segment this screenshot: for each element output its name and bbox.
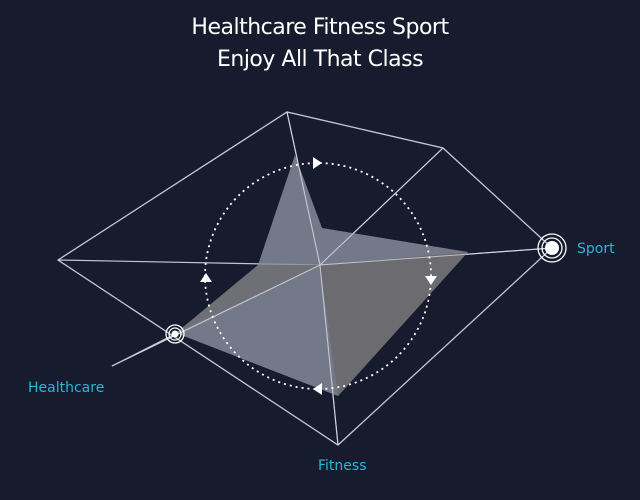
healthcare-leader xyxy=(111,333,176,367)
arrow-icon xyxy=(313,157,322,169)
arrow-icon xyxy=(200,273,212,282)
label-healthcare: Healthcare xyxy=(28,380,104,396)
node-icon xyxy=(537,233,567,263)
polygon-dark-face xyxy=(320,252,468,396)
label-fitness: Fitness xyxy=(318,458,367,474)
label-sport: Sport xyxy=(577,241,615,257)
spokes-overlay xyxy=(111,111,553,446)
arrow-icon xyxy=(425,276,437,285)
title-line-1: Healthcare Fitness Sport xyxy=(191,15,449,40)
orbit-arrows xyxy=(200,157,437,395)
outer-frame xyxy=(56,111,553,446)
title-line-2: Enjoy All That Class xyxy=(216,47,424,72)
node-icon xyxy=(165,324,185,344)
data-polygon xyxy=(176,155,468,396)
arrow-icon xyxy=(313,383,322,395)
diagram-title: Healthcare Fitness Sport Enjoy All That … xyxy=(0,12,640,76)
